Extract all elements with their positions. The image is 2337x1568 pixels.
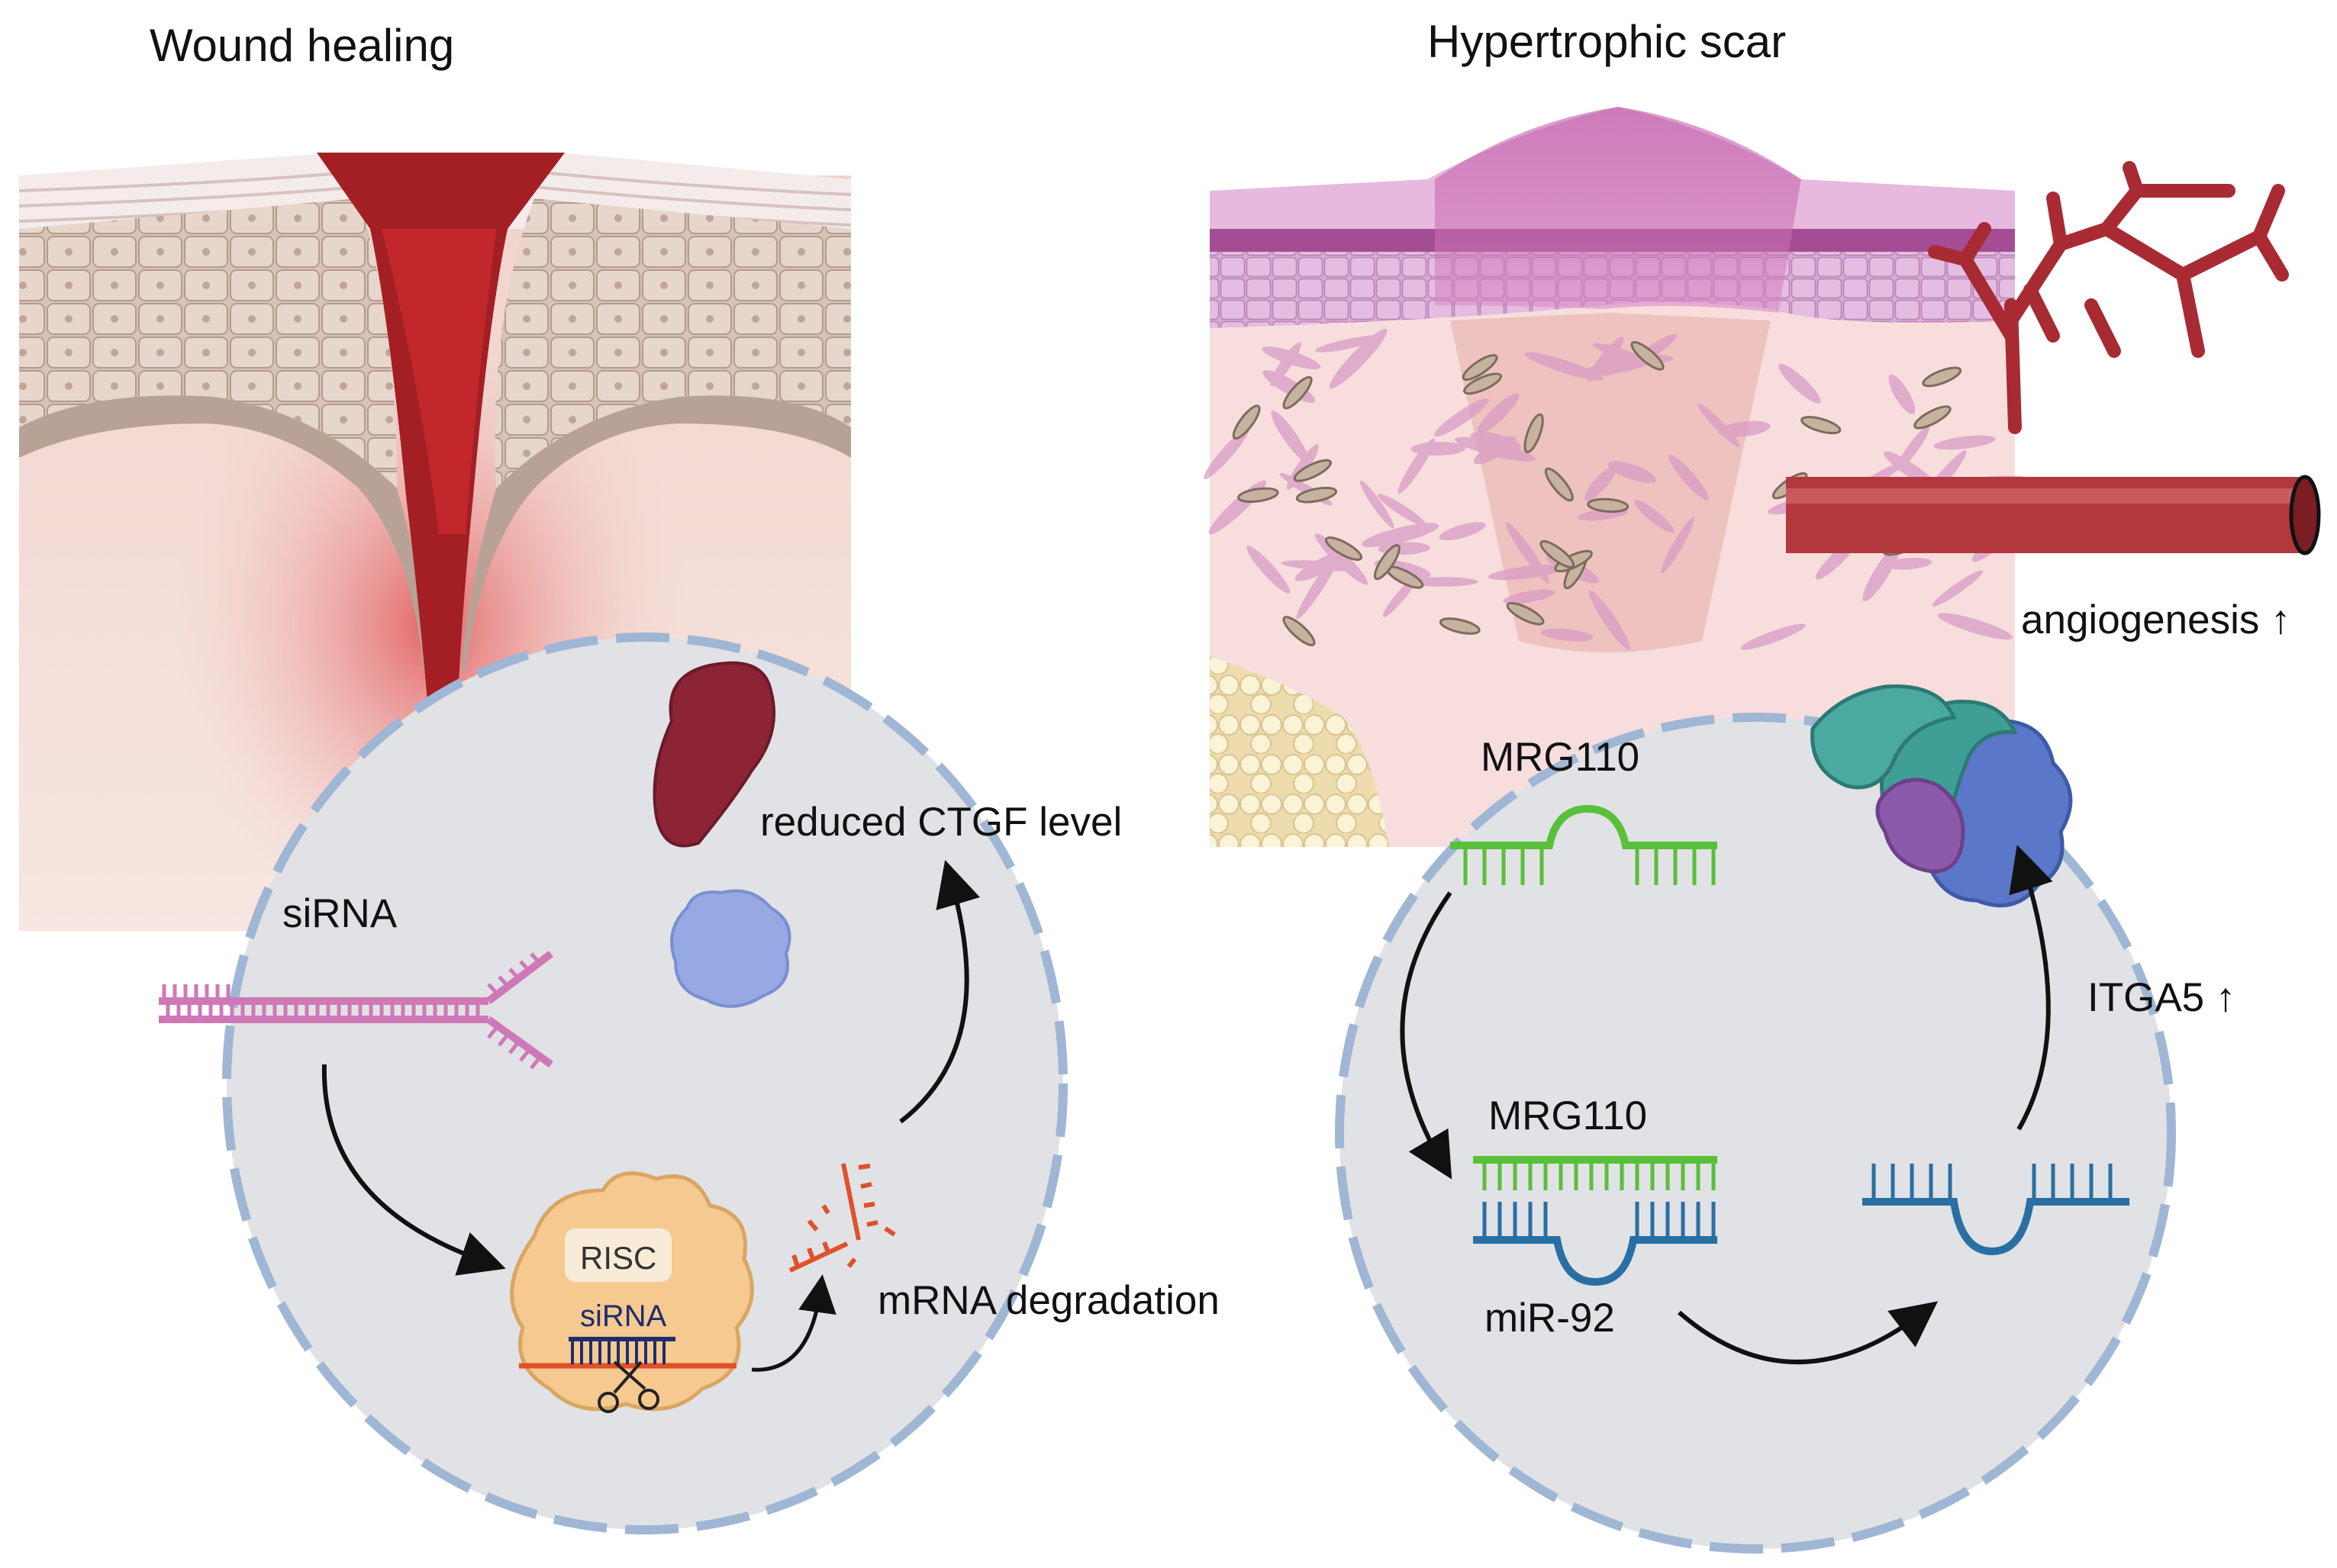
- arrow-to-itga5: [2009, 845, 2053, 1131]
- degraded-mrna-icon: [788, 1163, 896, 1273]
- itga5-label: ITGA5 ↑: [2087, 975, 2235, 1020]
- blood-vessel-icon: [1786, 161, 2321, 555]
- mrg110-top-label: MRG110: [1481, 735, 1639, 780]
- arrow-risc-to-degradation: [751, 1274, 836, 1372]
- mrg110-bound-label: MRG110: [1488, 1093, 1647, 1138]
- scissors-icon: [598, 1360, 659, 1413]
- blue-protein-icon: [670, 889, 791, 1008]
- ctgf-protein-icon: [653, 661, 776, 848]
- sirna-duplex-icon: [159, 951, 554, 1070]
- mrg110-lncrna-icon: [1450, 804, 1717, 885]
- mrg110-mir92-duplex-icon: [1473, 1156, 1717, 1286]
- mrna-degradation-label: mRNA degradation: [878, 1278, 1220, 1323]
- skin-scar-illustration: [1204, 107, 2032, 847]
- sirna-label: siRNA: [282, 891, 398, 936]
- mir92-label: miR-92: [1484, 1296, 1615, 1341]
- right-cell: [1335, 713, 2176, 1554]
- left-cell: [222, 633, 1068, 1534]
- arrow-binding-to-release: [1678, 1301, 1939, 1364]
- wound-healing-title: Wound healing: [150, 20, 454, 71]
- risc-complex-icon: RISC siRNA: [510, 1171, 754, 1413]
- arrow-sirna-to-risc: [321, 1064, 506, 1276]
- risc-sirna-label: siRNA: [580, 1299, 667, 1333]
- ctgf-label: reduced CTGF level: [760, 800, 1122, 845]
- hypertrophic-scar-title: Hypertrophic scar: [1427, 16, 1786, 67]
- arrow-mrg110-to-binding: [1400, 891, 1452, 1180]
- itga5-mrna-icon: [1862, 1164, 2129, 1256]
- angiogenesis-label: angiogenesis ↑: [2021, 597, 2291, 642]
- risc-label: RISC: [580, 1240, 656, 1276]
- arrow-degradation-to-ctgf: [899, 859, 980, 1124]
